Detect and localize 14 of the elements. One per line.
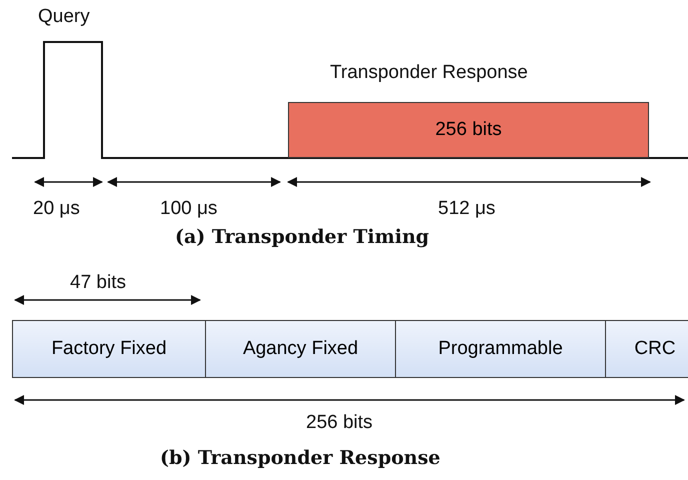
dimension-label: 20 μs: [33, 198, 80, 220]
figure-caption: (b) Transponder Response: [160, 447, 440, 469]
field-cell: Programmable: [395, 320, 606, 378]
field-cell: CRC: [605, 320, 688, 378]
response-block: 256 bits: [288, 102, 649, 158]
block-heading: Transponder Response: [330, 62, 528, 84]
field-cell: Factory Fixed: [12, 320, 206, 378]
field-cell: Agancy Fixed: [205, 320, 396, 378]
dimension-label: 256 bits: [306, 412, 373, 434]
dimension-label: 512 μs: [438, 198, 496, 220]
figure-caption: (a) Transponder Timing: [175, 226, 430, 248]
dimension-label: 100 μs: [160, 198, 218, 220]
dimension-label: 47 bits: [70, 272, 126, 294]
signal-label: Query: [38, 6, 90, 28]
